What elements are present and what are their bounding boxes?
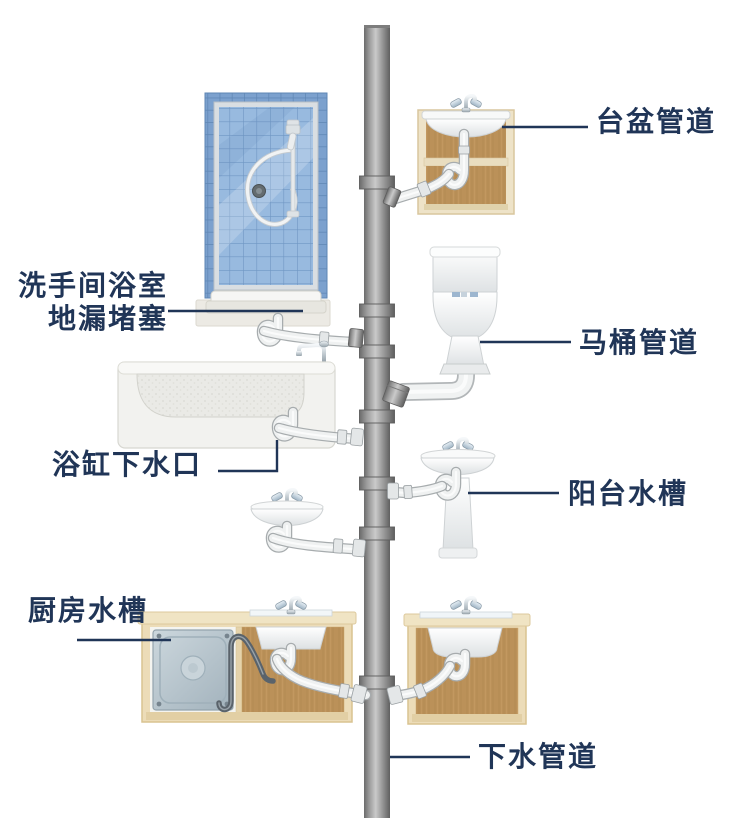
screw-icon: [224, 633, 230, 639]
label-shower-line2: 地漏堵塞: [47, 303, 168, 334]
shower-valve-knob: [252, 184, 266, 198]
main-drain-pipe: [359, 25, 395, 818]
hinge-icon: [452, 292, 460, 297]
washing-machine-panel: [152, 629, 234, 711]
label-bathtub-drain: 浴缸下水口: [52, 449, 203, 480]
label-drain-pipe: 下水管道: [478, 741, 599, 772]
screw-icon: [156, 633, 162, 639]
faucet-icon: [447, 596, 485, 616]
basin-sink: [421, 110, 511, 138]
tile-shade: [219, 107, 295, 178]
toilet-outlet-pipe: [382, 361, 475, 408]
basin-cabinet: [382, 94, 515, 215]
secondary-sink-cabinet: [386, 596, 531, 725]
toilet-bowl: [432, 291, 498, 375]
basin-trap-pipe: [382, 128, 470, 208]
toilet: [382, 246, 501, 408]
wall-sink-trap-pipe: [265, 520, 367, 558]
bathtub: [117, 340, 365, 449]
kitchen-trap-pipe: [269, 642, 372, 704]
shower-tray: [195, 290, 331, 327]
hinge-icon: [470, 292, 478, 297]
balcony-sink: [387, 437, 496, 559]
label-toilet-pipe: 马桶管道: [579, 327, 700, 358]
shower-rail: [286, 119, 300, 218]
pipe-coupling: [359, 175, 395, 690]
kitchen-sink-cabinet: [137, 596, 372, 723]
label-kitchen-sink: 厨房水槽: [28, 595, 149, 626]
bathtub-faucet-icon: [296, 340, 329, 364]
screw-icon: [156, 701, 162, 707]
leader-lines: [77, 125, 588, 759]
drain-hose: [216, 633, 276, 713]
label-balcony-sink: 阳台水槽: [568, 478, 689, 509]
bathtub-interior: [136, 373, 305, 418]
bathtub-trap-pipe: [271, 406, 365, 447]
wall-sink: [250, 488, 367, 558]
label-basin-pipe: 台盆管道: [596, 106, 717, 137]
shower-head-icon: [285, 124, 301, 151]
label-shower-line1: 洗手间浴室: [17, 270, 168, 301]
label-shower-drain-clog: 洗手间浴室 地漏堵塞: [0, 269, 168, 335]
toilet-tank: [429, 246, 501, 295]
balcony-trap-pipe: [387, 466, 462, 501]
secondary-trap-pipe: [386, 648, 471, 705]
shower-room: [195, 92, 365, 348]
leader-bathtub: [218, 440, 279, 473]
